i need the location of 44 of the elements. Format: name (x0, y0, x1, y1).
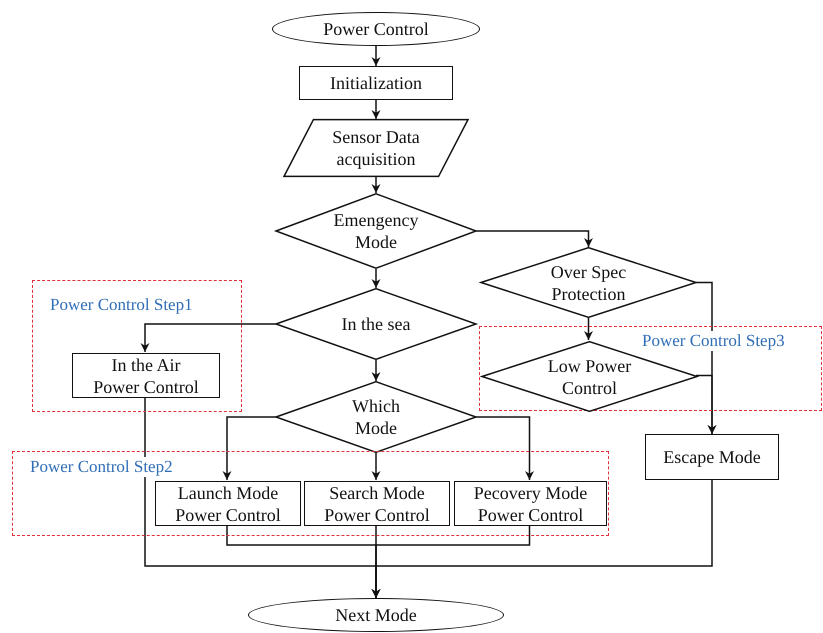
node-label: Over Spec Protection (550, 260, 628, 304)
connector-arrow (222, 416, 276, 480)
dashed-group-frame (32, 280, 242, 412)
decision-diamond (276, 193, 476, 269)
connector-arrow (372, 480, 713, 598)
node-label: In the sea (340, 313, 412, 335)
process-box (645, 434, 779, 480)
node-label: Low Power Control (546, 354, 632, 398)
connector-arrow (696, 374, 716, 434)
connector-arrow (372, 452, 380, 480)
connector-arrow (140, 323, 276, 352)
node-label: Which Mode (351, 395, 401, 439)
connector-arrow (372, 100, 380, 119)
dashed-group-frame (479, 326, 822, 411)
connector-arrow (476, 230, 593, 247)
node-label: Emengency Mode (332, 209, 420, 253)
connector-arrow (372, 360, 380, 381)
node-label: Next Mode (334, 604, 418, 626)
node-label: Launch Mode Power Control (174, 482, 282, 526)
connector-arrow (476, 416, 534, 480)
group-title: Power Control Step3 (641, 331, 786, 351)
node-label: Search Mode Power Control (323, 482, 431, 526)
process-box (299, 66, 453, 100)
group-title: Power Control Step2 (29, 457, 174, 477)
decision-diamond (276, 288, 476, 360)
dashed-group-frame (12, 451, 609, 536)
connector-arrow (372, 177, 380, 193)
node-label: Sensor Data acquisition (331, 126, 421, 170)
process-box (304, 481, 450, 526)
input-parallelogram (284, 119, 468, 177)
connector-arrow (584, 318, 593, 340)
process-box (72, 353, 220, 398)
connector-arrow (372, 46, 380, 66)
process-box (155, 481, 301, 526)
node-label: Initialization (329, 72, 423, 94)
decision-diamond (276, 381, 476, 453)
connector-arrow (372, 269, 380, 288)
node-label: Pecovery Mode Power Control (472, 482, 588, 526)
node-label: Escape Mode (662, 446, 762, 468)
decision-diamond (481, 247, 696, 318)
group-title: Power Control Step1 (49, 295, 194, 315)
node-label: Power Control (322, 18, 430, 40)
process-box (454, 481, 607, 526)
node-label: In the Air Power Control (92, 354, 200, 398)
